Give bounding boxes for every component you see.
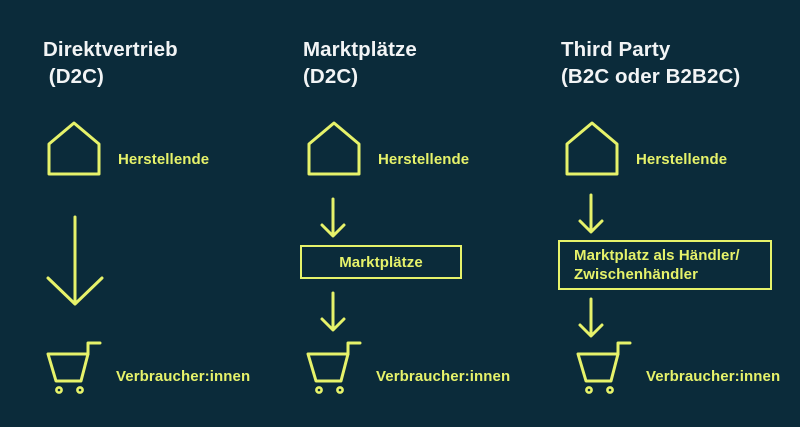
house-icon [304,118,364,178]
column-title-third-party: Third Party (B2C oder B2B2C) [561,38,741,88]
box-marktplatz-haendler-label: Marktplatz als Händler/ Zwischenhändler [574,247,740,283]
shopping-cart-icon [572,338,634,396]
consumer-label-2: Verbraucher:innen [376,368,511,385]
manufacturer-label-2: Herstellende [378,151,470,168]
node-manufacturer-2: Herstellende [304,118,469,178]
node-manufacturer-3: Herstellende [562,118,727,178]
node-consumer-1: Verbraucher:innen [42,338,250,396]
manufacturer-label-1: Herstellende [118,151,210,168]
node-consumer-2: Verbraucher:innen [302,338,510,396]
column-direktvertrieb: Direktvertrieb (D2C) Herstellende [0,0,260,427]
consumer-label-1: Verbraucher:innen [116,368,251,385]
down-arrow-3b [575,297,607,344]
box-marktplatz-haendler: Marktplatz als Händler/ Zwischenhändler [558,240,772,290]
box-marktplaetze-label: Marktplätze [339,253,423,271]
down-arrow-2a [317,197,349,244]
house-icon [562,118,622,178]
column-marktplaetze: Marktplätze (D2C) Herstellende [258,0,518,427]
down-arrow-2b [317,291,349,338]
long-down-arrow-1 [44,215,106,312]
down-arrow-3a [575,193,607,240]
shopping-cart-icon [302,338,364,396]
shopping-cart-icon [42,338,104,396]
house-icon [44,118,104,178]
node-manufacturer-1: Herstellende [44,118,209,178]
column-third-party: Third Party (B2C oder B2B2C) Herstellend… [516,0,780,427]
column-title-marktplaetze: Marktplätze (D2C) [303,38,417,88]
consumer-label-3: Verbraucher:innen [646,368,781,385]
column-title-direktvertrieb: Direktvertrieb (D2C) [43,38,178,88]
node-consumer-3: Verbraucher:innen [572,338,780,396]
box-marktplaetze: Marktplätze [300,245,462,279]
manufacturer-label-3: Herstellende [636,151,728,168]
